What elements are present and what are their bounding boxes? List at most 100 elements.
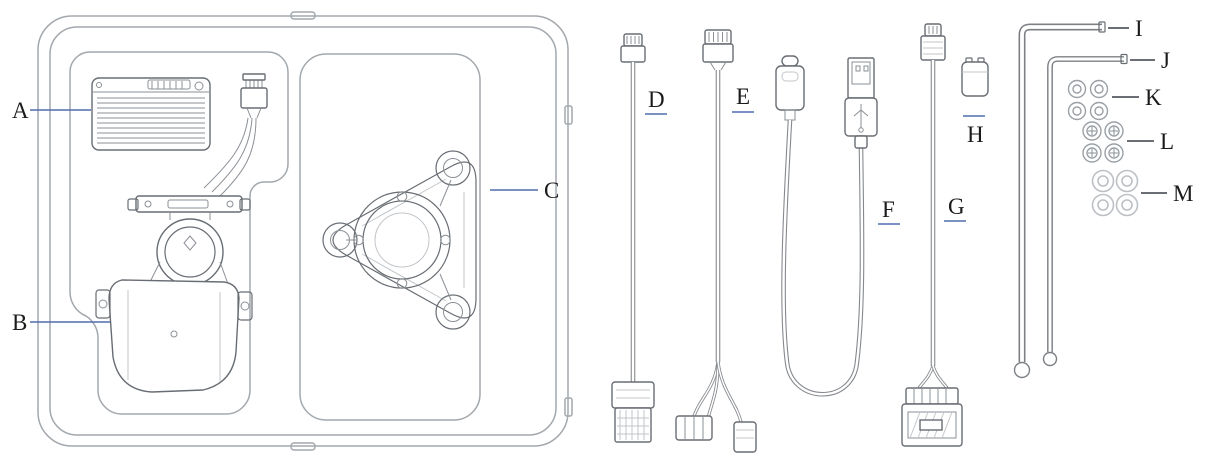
cable-g-plug-ribs [923,41,943,55]
plate-center-bore [374,212,430,268]
callout-i-label: I [1135,16,1143,41]
brand-logo [183,235,197,251]
screw-cross [1088,127,1096,135]
callout-f-label: F [882,197,895,222]
air-unit-module [91,77,211,151]
usb-cable [775,55,878,397]
gimbal-motor-inner [164,226,216,278]
usb-wire-core [782,119,864,396]
damping-mount-plate [322,150,477,330]
connector-plug [961,57,989,97]
screw-cross [1110,127,1118,135]
callout-i: I [1108,16,1143,41]
callout-b-label: B [12,310,27,335]
connector-housing [240,87,268,109]
usb-a-contacts [855,65,869,72]
hex-key-large-shaft-core [1020,25,1102,362]
callout-e-label: E [736,84,750,109]
hex-key-large-shaft [1018,23,1102,362]
callout-l: L [1127,129,1174,154]
connector-strain-relief [246,107,262,119]
motor-arms [149,261,229,285]
plate-inner-frame [361,178,465,302]
cable-e-branch-3-core [717,361,742,423]
callout-f: F [878,197,900,225]
hex-key-small-tip [1120,53,1128,65]
status-led [96,82,102,88]
rubber-grommets [1091,169,1139,217]
cable-g-pin-row-pins [913,388,947,404]
callout-l-label: L [1160,129,1174,154]
plate-hole-e [440,234,451,246]
bracket-screw-right [226,200,234,208]
callout-g-label: G [948,194,965,219]
gimbal-top-bracket [135,195,243,213]
spacer-ring-hole [1072,106,1082,116]
connector-wires [203,117,257,197]
damper-hole-bottom [443,302,463,322]
plate-hole-s [396,278,408,289]
gimbal-camera [95,195,253,393]
gimbal-motor [156,218,224,286]
usb-c-neck [784,109,796,121]
power-cable [901,23,963,447]
callout-d-label: D [648,87,665,112]
case-tab-top [290,11,316,20]
cable-e-block-slots [684,416,704,440]
callout-j-label: J [1161,48,1170,73]
callout-g: G [944,194,966,222]
bracket-screw-left [144,200,152,208]
grommet-hole [1121,175,1133,187]
bracket-tab-right [239,198,251,211]
usb-a-tongue [851,61,871,85]
callout-k: K [1112,85,1162,110]
air-unit-port [147,79,191,90]
harness-cable [675,29,757,453]
camera-button [170,330,178,338]
case-latch-lower [564,397,573,417]
screw-cross [1110,149,1118,157]
cable-g-pins [928,26,938,34]
callout-k-label: K [1145,85,1162,110]
bracket-slot [167,199,209,209]
callout-h: H [963,115,985,147]
wing-hole-left [98,299,108,309]
foam-cutout-right [299,53,481,421]
cable-e-small-ribs [736,429,754,439]
antenna-socket [194,81,204,91]
plate-center-ring-outer [353,191,451,289]
hex-key-small-shaft-core [1048,57,1124,352]
cable-g-fan-right-core [932,365,948,389]
camera-wing-right [237,291,253,321]
usb-a-neck [854,135,868,149]
cable-d-housing-ribs [616,389,650,399]
cable-d-plug [620,45,646,63]
usb-c-detail [781,71,799,82]
cable-d-rj45-grid [617,410,649,440]
callout-e: E [732,84,754,113]
cable-e-taper [709,61,727,71]
cable-g-module-label [919,419,943,431]
grommet-hole [1097,175,1109,187]
damper-lobe-top [435,150,471,186]
callout-a-label: A [12,98,29,123]
cable-d-pins [626,36,640,44]
cable-g-module-label-area [907,411,957,439]
camera-wing-left [95,289,111,319]
gimbal-neck [169,212,211,220]
spacer-ring-hole [1094,106,1104,116]
damper-hole-top [443,158,463,178]
cable-d-housing [611,381,655,409]
callout-h-label: H [967,122,984,147]
callout-c-label: C [544,178,559,203]
hex-key-small [1042,53,1128,367]
spacer-ring-hole [1072,84,1082,94]
plate-outline [332,161,477,319]
wing-hole-right [240,301,250,311]
callout-b: B [12,310,110,335]
spacer-rings [1067,79,1109,121]
plate-hole-n [396,191,408,202]
camera-panel-seams [127,290,221,382]
callout-m: M [1141,181,1193,206]
